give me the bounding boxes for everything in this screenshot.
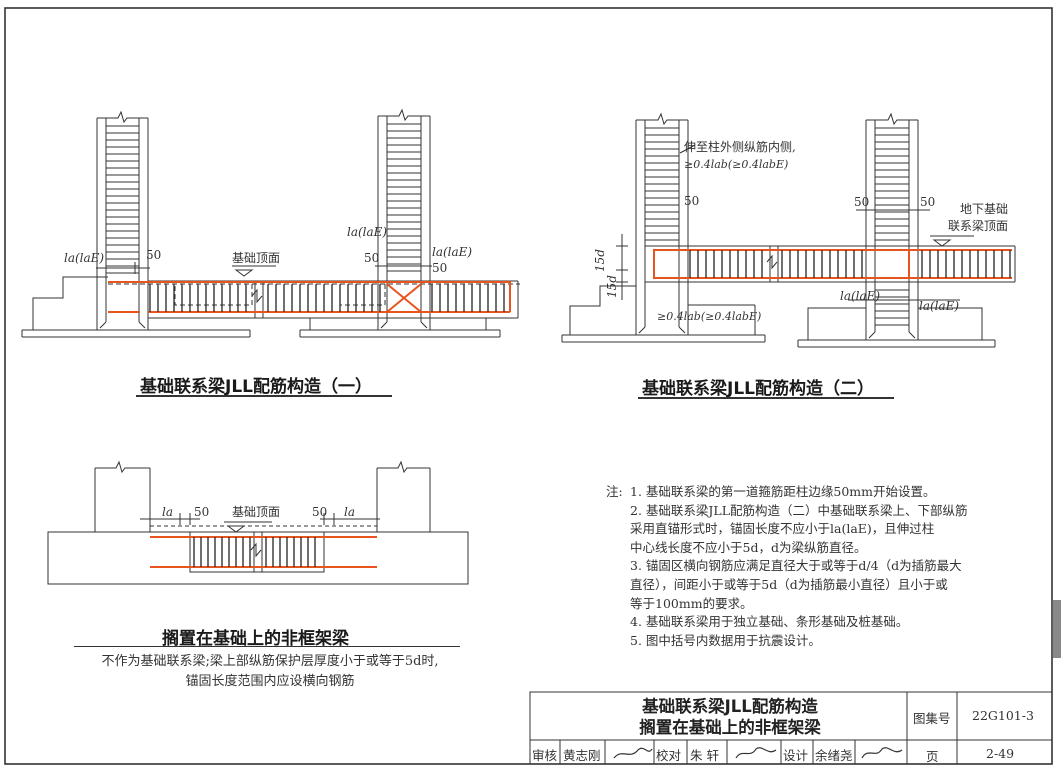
note-line: 等于100mm的要求。 bbox=[630, 595, 753, 611]
sheet-border bbox=[4, 7, 1053, 765]
detail2-underground-2: 联系梁顶面 bbox=[948, 218, 1008, 233]
title-block bbox=[529, 691, 1053, 765]
column-tie-group bbox=[875, 289, 909, 326]
column-tie-group bbox=[875, 127, 909, 241]
detail2-extend-note-2: ≥0.4lab(≥0.4labE) bbox=[684, 158, 788, 171]
design-label: 设计 bbox=[783, 748, 809, 763]
detail-2-stirrups bbox=[689, 250, 1011, 278]
detail1-dim-50-a: 50 bbox=[146, 248, 161, 262]
column-tie-group bbox=[387, 123, 421, 272]
notes-prefix: 注: bbox=[606, 484, 623, 499]
page-label: 页 bbox=[926, 749, 939, 764]
margin-tab bbox=[1053, 600, 1061, 658]
detail2-extend-note-1: 伸至柱外侧纵筋内侧, bbox=[684, 139, 796, 154]
detail-3-caption: 不作为基础联系梁;梁上部纵筋保护层厚度小于或等于5d时, 锚固长度范围内应设横向… bbox=[70, 652, 470, 692]
detail2-dim-50-b: 50 bbox=[854, 195, 869, 209]
title-block-title-line-1: 基础联系梁JLL配筋构造 bbox=[642, 697, 818, 716]
atlas-label: 图集号 bbox=[913, 711, 951, 726]
detail1-dim-50-c: 50 bbox=[432, 261, 447, 275]
title-block-title-line-2: 搁置在基础上的非框架梁 bbox=[639, 718, 821, 737]
detail2-underground-1: 地下基础 bbox=[960, 202, 1008, 216]
detail1-anchor-left: la(laE) bbox=[64, 251, 104, 265]
detail-3-stirrups bbox=[193, 537, 316, 567]
detail2-15d-bottom: 15d bbox=[605, 275, 619, 298]
detail2-15d-top: 15d bbox=[593, 249, 607, 272]
note-line: 采用直锚形式时，锚固长度不应小于la(laE)，且伸过柱 bbox=[630, 521, 935, 537]
detail1-foundation-top: 基础顶面 bbox=[232, 251, 280, 265]
detail-1-rebar bbox=[108, 281, 511, 313]
detail2-dim-50-a: 50 bbox=[684, 194, 699, 208]
detail-3-title-underline bbox=[74, 646, 460, 647]
detail2-bottom-note: ≥0.4lab(≥0.4labE) bbox=[657, 310, 761, 323]
detail1-dim-50-b: 50 bbox=[364, 251, 379, 265]
detail2-dim-50-c: 50 bbox=[920, 195, 935, 209]
detail3-anchor-left: la bbox=[162, 505, 173, 519]
page-number: 2-49 bbox=[986, 746, 1015, 761]
detail-2-title: 基础联系梁JLL配筋构造（二） bbox=[642, 379, 874, 399]
detail3-foundation-top: 基础顶面 bbox=[232, 505, 280, 519]
column-tie-group bbox=[106, 125, 139, 274]
detail1-anchor-mid: la(laE) bbox=[347, 225, 387, 239]
note-line: 5. 图中括号内数据用于抗震设计。 bbox=[630, 632, 821, 648]
note-line: 中心线长度不应小于5d，d为梁纵筋直径。 bbox=[630, 539, 867, 555]
note-line: 1. 基础联系梁的第一道箍筋距柱边缘50mm开始设置。 bbox=[630, 484, 936, 499]
detail1-anchor-right: la(laE) bbox=[432, 245, 472, 259]
note-line: 4. 基础联系梁用于独立基础、条形基础及桩基础。 bbox=[630, 614, 909, 630]
detail2-anchor-right: la(laE) bbox=[919, 299, 959, 313]
detail-1-title-underline bbox=[136, 395, 392, 397]
title-block-title: 基础联系梁JLL配筋构造 搁置在基础上的非框架梁 bbox=[560, 696, 900, 738]
detail-2-rebar bbox=[653, 249, 1012, 279]
detail3-anchor-right: la bbox=[344, 505, 355, 519]
check-label: 校对 bbox=[656, 748, 682, 763]
detail-3-rebar bbox=[150, 536, 377, 568]
detail-2-drawing bbox=[561, 112, 1016, 348]
detail-1-drawing bbox=[21, 108, 520, 338]
note-line: 2. 基础联系梁JLL配筋构造（二）中基础联系梁上、下部纵筋 bbox=[630, 502, 968, 518]
checker-name: 朱 轩 bbox=[690, 748, 719, 763]
column-tie-group bbox=[645, 127, 679, 241]
detail-3-drawing bbox=[47, 460, 469, 585]
detail2-anchor-left: la(laE) bbox=[840, 289, 880, 303]
atlas-number: 22G101-3 bbox=[972, 708, 1034, 723]
note-line: 3. 锚固区横向钢筋应满足直径大于或等于d/4（d为插筋最大 bbox=[630, 558, 962, 574]
detail-1-title: 基础联系梁JLL配筋构造（一） bbox=[140, 377, 372, 397]
detail-3-caption-line-1: 不作为基础联系梁;梁上部纵筋保护层厚度小于或等于5d时, bbox=[101, 654, 439, 669]
designer-name: 余绪尧 bbox=[815, 748, 853, 763]
reviewer-name: 黄志刚 bbox=[563, 748, 601, 763]
notes-list: 1. 基础联系梁的第一道箍筋距柱边缘50mm开始设置。 2. 基础联系梁JLL配筋… bbox=[630, 483, 968, 650]
detail3-dim-50-left: 50 bbox=[194, 505, 209, 519]
detail-3-caption-line-2: 锚固长度范围内应设横向钢筋 bbox=[185, 674, 355, 689]
note-line: 直径），间距小于或等于5d（d为插筋最小直径）且小于或 bbox=[630, 576, 948, 592]
detail3-dim-50-right: 50 bbox=[312, 505, 327, 519]
detail-3-title: 搁置在基础上的非框架梁 bbox=[162, 629, 349, 649]
detail-2-title-underline bbox=[638, 397, 894, 399]
detail-1-stirrups bbox=[149, 284, 505, 312]
review-label: 审核 bbox=[532, 748, 558, 763]
